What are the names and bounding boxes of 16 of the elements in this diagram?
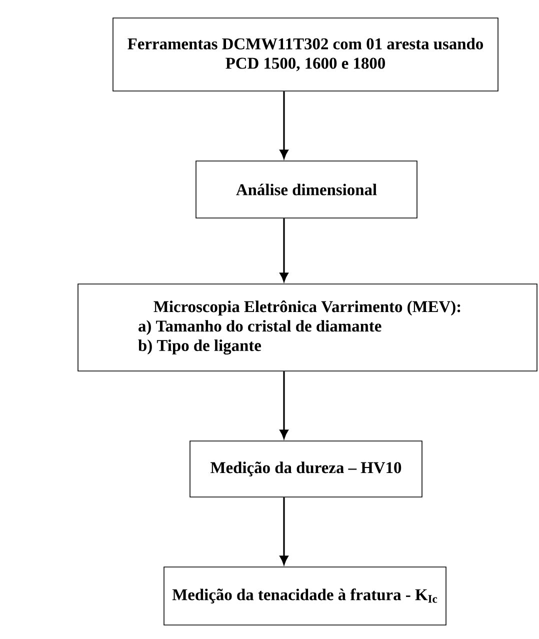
arrow: [280, 371, 288, 439]
arrow: [280, 218, 288, 282]
arrow: [280, 497, 288, 565]
process-box: [78, 284, 538, 372]
process-box: [190, 440, 422, 498]
arrow: [280, 91, 288, 159]
node-text: Medição da dureza – HV10: [210, 462, 402, 476]
process-box: [112, 18, 498, 92]
heading: Microscopia Eletrônica Varrimento (MEV):: [154, 300, 460, 316]
process-box: [196, 160, 418, 218]
process-box: [164, 566, 446, 626]
node-text: Ferramentas DCMW11T302 com 01 aresta usando PCD 1500, 1600 e 1800: [128, 38, 483, 72]
node-text: Medição da tenacidade à fratura - K$_{Ic}$: [172, 588, 438, 604]
list-item: a) Tamanho do cristal de diamante: [138, 320, 382, 335]
node-text: Análise dimensional: [236, 184, 377, 196]
list-item: b) Tipo de ligante: [138, 340, 262, 355]
